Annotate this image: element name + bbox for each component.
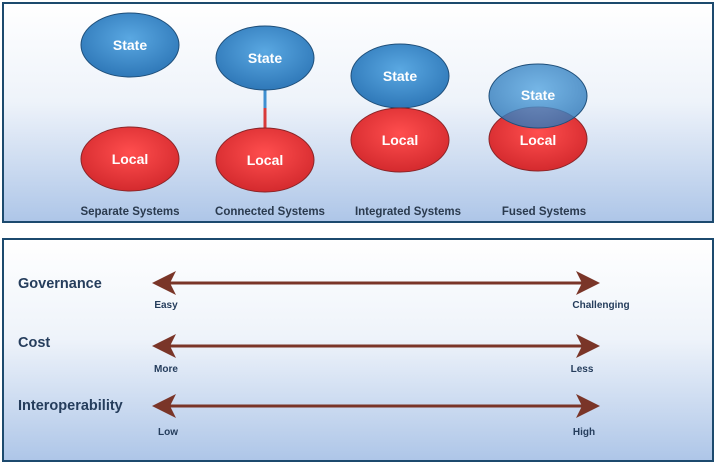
state-ellipse bbox=[488, 63, 588, 129]
local-ellipse bbox=[350, 107, 450, 173]
local-label: Local bbox=[112, 151, 149, 167]
system-caption: Fused Systems bbox=[502, 206, 586, 218]
system-caption: Separate Systems bbox=[80, 206, 179, 218]
local-label: Local bbox=[382, 132, 419, 148]
connector-line-upper bbox=[263, 90, 267, 108]
state-label: State bbox=[521, 87, 555, 103]
scale-left-label: Easy bbox=[154, 300, 178, 311]
state-ellipse bbox=[215, 25, 315, 91]
scale-title: Governance bbox=[18, 276, 102, 292]
local-label: Local bbox=[520, 132, 557, 148]
scale-cost: Cost More Less bbox=[18, 334, 600, 375]
tradeoff-scales: Governance Easy Challenging Cost More Le… bbox=[18, 271, 630, 438]
integrated-systems: State Local Integrated Systems bbox=[350, 43, 461, 218]
state-label: State bbox=[113, 37, 147, 53]
scale-right-label: Less bbox=[571, 364, 594, 375]
connector-line-lower bbox=[263, 108, 267, 128]
state-label: State bbox=[248, 50, 282, 66]
scale-title: Cost bbox=[18, 335, 50, 351]
state-label: State bbox=[383, 68, 417, 84]
fused-systems: State Local Fused Systems bbox=[488, 63, 588, 218]
state-ellipse bbox=[80, 12, 180, 78]
local-ellipse bbox=[80, 126, 180, 192]
system-caption: Connected Systems bbox=[215, 206, 325, 218]
separate-systems: State Local Separate Systems bbox=[80, 12, 180, 218]
system-caption: Integrated Systems bbox=[355, 206, 461, 218]
scale-left-label: More bbox=[154, 364, 178, 375]
scale-right-label: High bbox=[573, 427, 595, 438]
tradeoffs-panel: Governance Easy Challenging Cost More Le… bbox=[2, 238, 714, 462]
scale-title: Interoperability bbox=[18, 398, 123, 414]
systems-diagram: State Local Separate Systems State Local… bbox=[80, 12, 588, 218]
scale-left-label: Low bbox=[158, 427, 178, 438]
scale-right-label: Challenging bbox=[572, 300, 629, 311]
connected-systems: State Local Connected Systems bbox=[215, 25, 325, 218]
systems-panel: State Local Separate Systems State Local… bbox=[2, 2, 714, 223]
local-label: Local bbox=[247, 152, 284, 168]
local-ellipse bbox=[215, 127, 315, 193]
scale-governance: Governance Easy Challenging bbox=[18, 271, 630, 311]
scale-interoperability: Interoperability Low High bbox=[18, 394, 600, 438]
